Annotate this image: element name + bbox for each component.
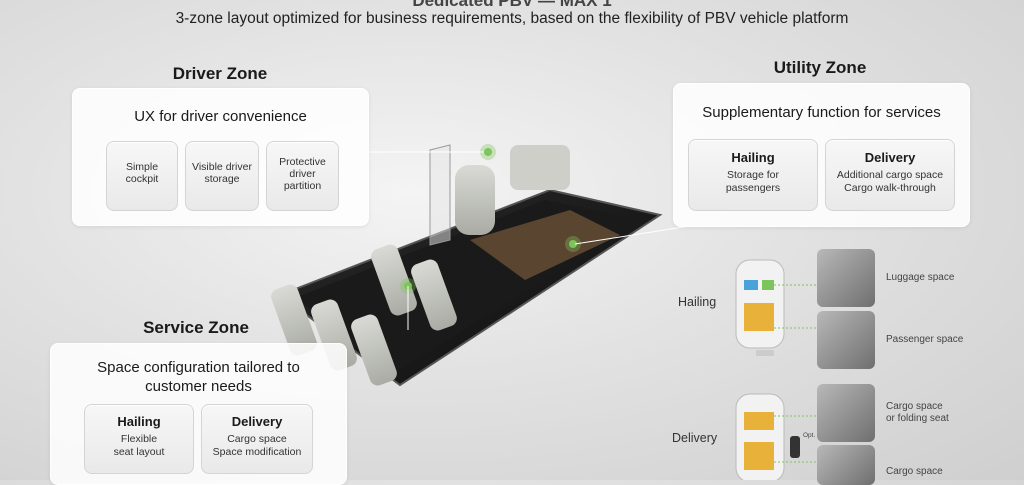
luggage-space-photo: [817, 249, 875, 307]
driver-zone-title: Driver Zone: [172, 64, 268, 83]
service-card-delivery: Delivery Cargo space Space modification: [201, 404, 313, 474]
opt-label: Opt.: [803, 432, 816, 439]
service-zone-title: Service Zone: [143, 318, 249, 337]
cargo-folding-seat-photo: [817, 384, 875, 442]
service-zone-heading: Space configuration tailored to customer…: [97, 359, 300, 395]
utility-zone-title: Utility Zone: [773, 58, 867, 77]
driver-card-simple-cockpit: Simple cockpit: [106, 141, 178, 211]
service-zone-panel: Space configuration tailored to customer…: [50, 343, 347, 485]
cargo-space-label: Cargo space: [886, 466, 943, 477]
utility-card-delivery: Delivery Additional cargo space Cargo wa…: [825, 139, 955, 211]
cargo-space-photo: [817, 445, 875, 485]
passenger-space-photo: [817, 311, 875, 369]
utility-zone-panel: Supplementary function for services Hail…: [673, 83, 970, 227]
driver-zone-marker: [484, 148, 492, 156]
delivery-layout-diagram: [735, 393, 816, 480]
hailing-diagram-label: Hailing: [678, 295, 717, 309]
page-subtitle: 3-zone layout optimized for business req…: [175, 10, 849, 27]
cargo-folding-seat-label: Cargo space or folding seat: [886, 401, 949, 424]
utility-zone-marker: [569, 240, 577, 248]
driver-zone-heading: UX for driver convenience: [134, 108, 307, 125]
hailing-layout-diagram: [735, 259, 816, 356]
driver-card-protective-partition: Protective driver partition: [266, 141, 339, 211]
luggage-space-label: Luggage space: [886, 272, 955, 283]
service-card-hailing: Hailing Flexible seat layout: [84, 404, 194, 474]
utility-zone-heading: Supplementary function for services: [702, 104, 941, 121]
delivery-diagram-label: Delivery: [672, 431, 718, 445]
page-title: Dedicated PBV — MAX 1: [412, 0, 612, 10]
driver-zone-panel: UX for driver convenience Simple cockpit…: [72, 88, 369, 226]
passenger-space-label: Passenger space: [886, 334, 964, 345]
driver-card-visible-storage: Visible driver storage: [185, 141, 259, 211]
utility-card-hailing: Hailing Storage for passengers: [688, 139, 818, 211]
